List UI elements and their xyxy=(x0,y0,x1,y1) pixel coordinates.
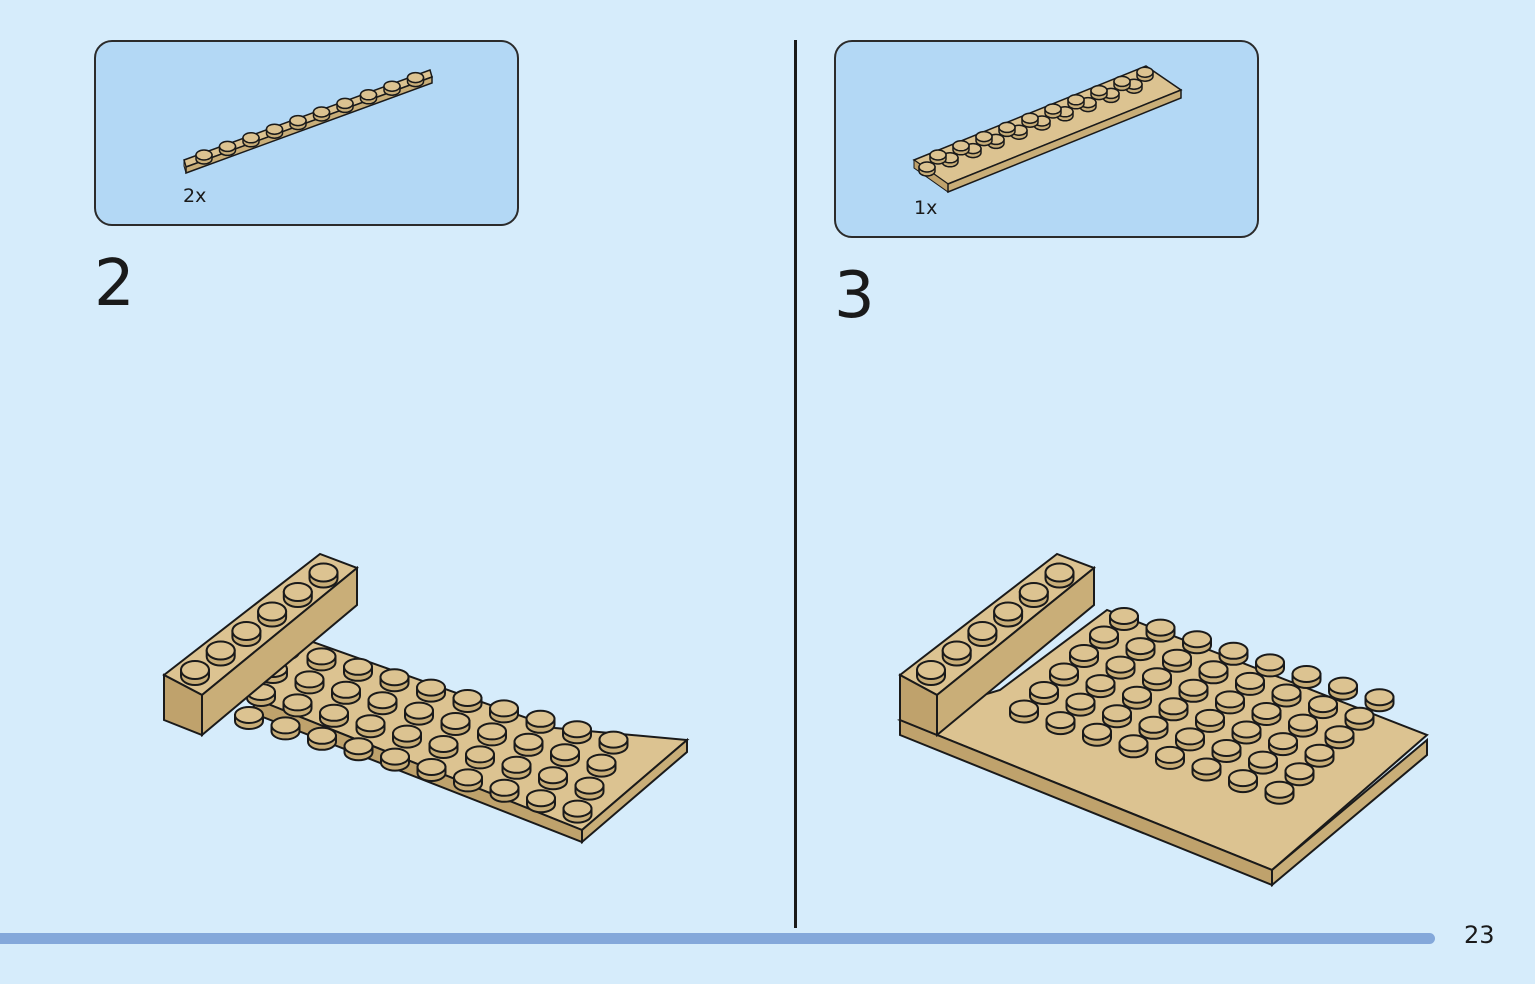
step-3-panel: 1x 3 xyxy=(797,0,1535,930)
step-divider xyxy=(794,40,797,928)
part-quantity: 1x xyxy=(914,197,938,219)
part-quantity: 2x xyxy=(183,185,207,207)
parts-callout-step-2: 2x xyxy=(94,40,519,226)
tan-2x10-plate-icon xyxy=(912,65,1183,194)
tan-1x10-plate-icon xyxy=(183,69,433,175)
bed-frame-step-3-icon xyxy=(896,552,1429,888)
page-number: 23 xyxy=(1464,921,1495,949)
page-footer-bar xyxy=(0,933,1435,944)
step-number: 3 xyxy=(834,259,875,333)
step-2-panel: 2x 2 xyxy=(0,0,795,930)
parts-callout-step-3: 1x xyxy=(834,40,1259,238)
bed-frame-step-2-icon xyxy=(162,552,690,845)
step-number: 2 xyxy=(94,247,135,321)
